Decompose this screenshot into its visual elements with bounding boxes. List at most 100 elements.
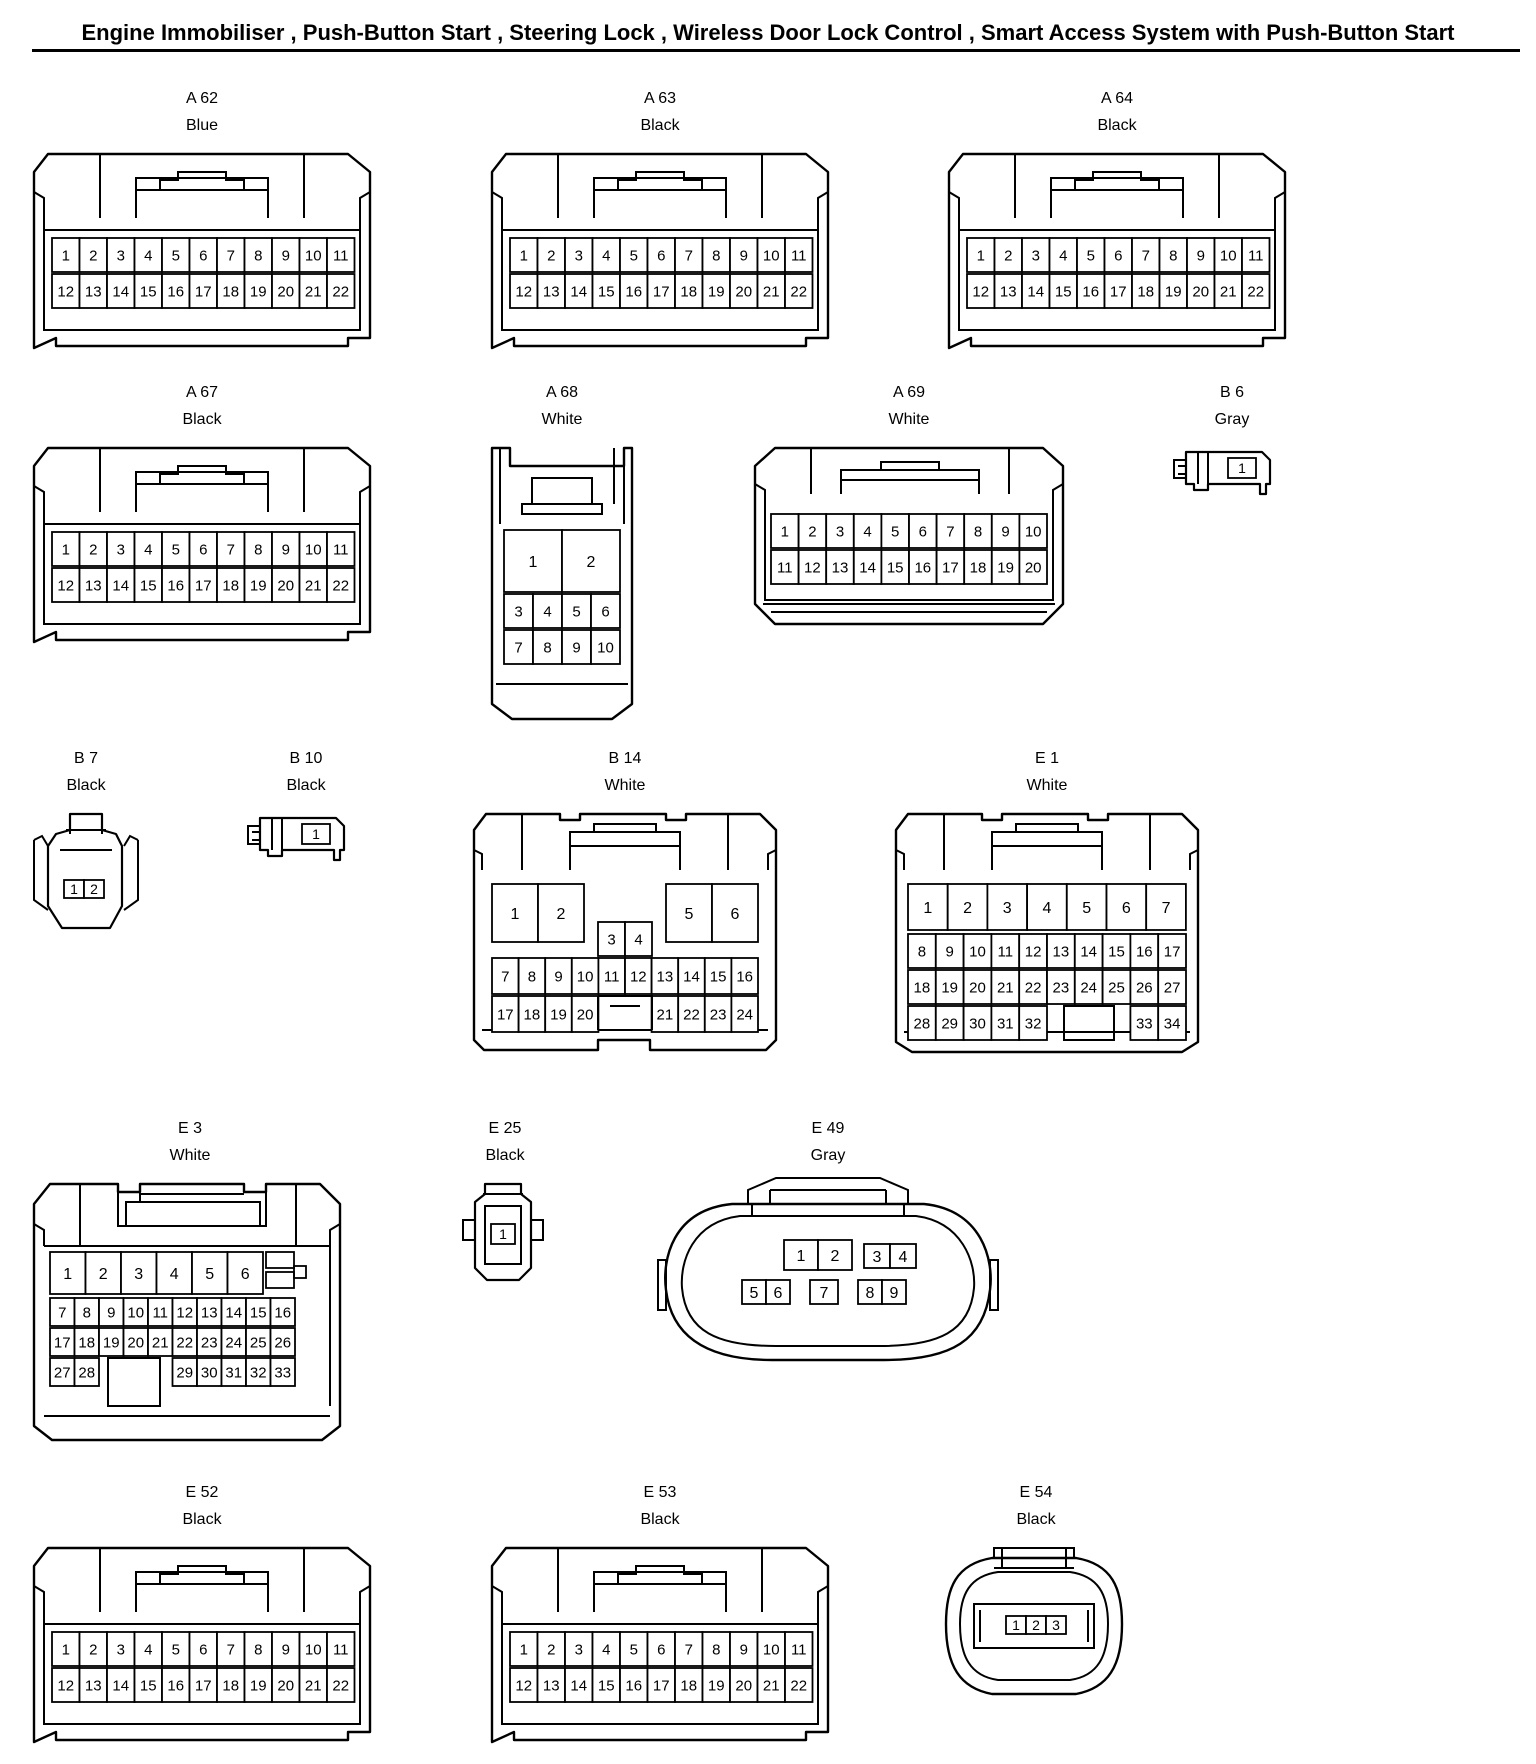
pin-number: 1 [499, 1226, 507, 1242]
pin-cell [133, 567, 163, 603]
pin-number: 9 [107, 1304, 115, 1321]
pin-cell [98, 1297, 125, 1327]
pin-cell [825, 513, 855, 549]
pin-cell [701, 273, 731, 309]
pin-cell [271, 237, 301, 273]
pin-number: 2 [89, 247, 97, 264]
connector-detail [99, 1548, 305, 1612]
pin-cell [503, 529, 563, 593]
connector-detail [33, 1585, 371, 1624]
pin-cell [934, 1005, 965, 1041]
pin-cell [491, 995, 520, 1033]
pin-cell [161, 567, 191, 603]
connector-id: B 7 [73, 750, 98, 767]
pin-cell [133, 1631, 163, 1667]
pin-number: 6 [1114, 247, 1122, 264]
pin-cell [1186, 237, 1216, 273]
pin-number: 14 [225, 1304, 242, 1321]
connector-detail [107, 1357, 161, 1407]
pin-number: 10 [763, 1641, 780, 1658]
pin-number: 21 [657, 1006, 674, 1023]
connector-detail [680, 1215, 976, 1347]
pin-cell [269, 1357, 296, 1387]
pin-cell [852, 513, 883, 549]
pin-number: 16 [914, 559, 931, 576]
pin-number: 1 [781, 523, 789, 540]
pin-cell [990, 513, 1021, 549]
pin-cell [993, 237, 1023, 273]
pin-cell [490, 1223, 516, 1245]
pin-cell [544, 957, 573, 995]
connector-color: Black [1097, 117, 1137, 134]
pin-cell [857, 1279, 883, 1305]
pin-cell [674, 1667, 704, 1703]
pin-number: 3 [607, 931, 615, 948]
pin-number: 3 [117, 247, 125, 264]
connector-detail [60, 814, 112, 851]
connector-drawing: 1 [247, 816, 346, 862]
pin-cell [243, 1631, 273, 1667]
pin-number: 16 [274, 1304, 291, 1321]
pin-number: 13 [201, 1304, 218, 1321]
pin-cell [243, 531, 273, 567]
pin-cell [907, 883, 949, 931]
pin-number: 17 [195, 283, 212, 300]
pin-cell [216, 567, 246, 603]
connector-detail [948, 191, 1286, 230]
pin-number: 15 [1055, 283, 1072, 300]
pin-cell [756, 237, 786, 273]
pin-number: 6 [199, 247, 207, 264]
pin-number: 1 [511, 906, 520, 923]
pin-cell [962, 1005, 993, 1041]
pin-number: 9 [282, 1641, 290, 1658]
connector-id: E 53 [643, 1484, 677, 1501]
pin-number: 8 [974, 523, 982, 540]
pin-number: 5 [172, 247, 180, 264]
pin-number: 6 [774, 1285, 783, 1302]
pin-number: 2 [963, 900, 972, 917]
pin-cell [298, 567, 328, 603]
connector-body [490, 1546, 830, 1744]
pin-cell [797, 513, 828, 549]
pin-number: 22 [332, 577, 349, 594]
pin-number: 7 [685, 247, 693, 264]
pin-number: 12 [630, 968, 647, 985]
pin-number: 17 [1110, 283, 1127, 300]
pin-number: 3 [836, 523, 844, 540]
pin-number: 15 [140, 1677, 157, 1694]
pin-number: 9 [946, 943, 954, 960]
pin-number: 5 [630, 247, 638, 264]
pin-cell [770, 513, 800, 549]
pin-number: 5 [630, 1641, 638, 1658]
pin-number: 8 [712, 247, 720, 264]
connector-detail [958, 229, 1276, 331]
pin-number: 13 [543, 283, 560, 300]
pin-cell [269, 1327, 296, 1357]
pin-number: 13 [543, 1677, 560, 1694]
connector-detail [99, 154, 305, 218]
connector-detail [99, 448, 305, 512]
pin-cell [243, 273, 273, 309]
pin-number: 1 [520, 1641, 528, 1658]
pin-cell [1073, 933, 1104, 969]
pin-cell [561, 529, 621, 593]
pin-number: 14 [1027, 283, 1044, 300]
pin-cell [1129, 1005, 1160, 1041]
pin-cell [907, 933, 937, 969]
pin-cell [730, 995, 759, 1033]
pin-number: 19 [250, 1677, 267, 1694]
pin-number: 22 [1247, 283, 1264, 300]
pin-cell [986, 883, 1029, 931]
connector-detail [135, 471, 269, 512]
pin-number: 8 [543, 639, 551, 656]
pin-number: 14 [570, 1677, 587, 1694]
pin-number: 4 [1059, 247, 1067, 264]
pin-number: 31 [225, 1364, 242, 1381]
latch [265, 1271, 295, 1289]
